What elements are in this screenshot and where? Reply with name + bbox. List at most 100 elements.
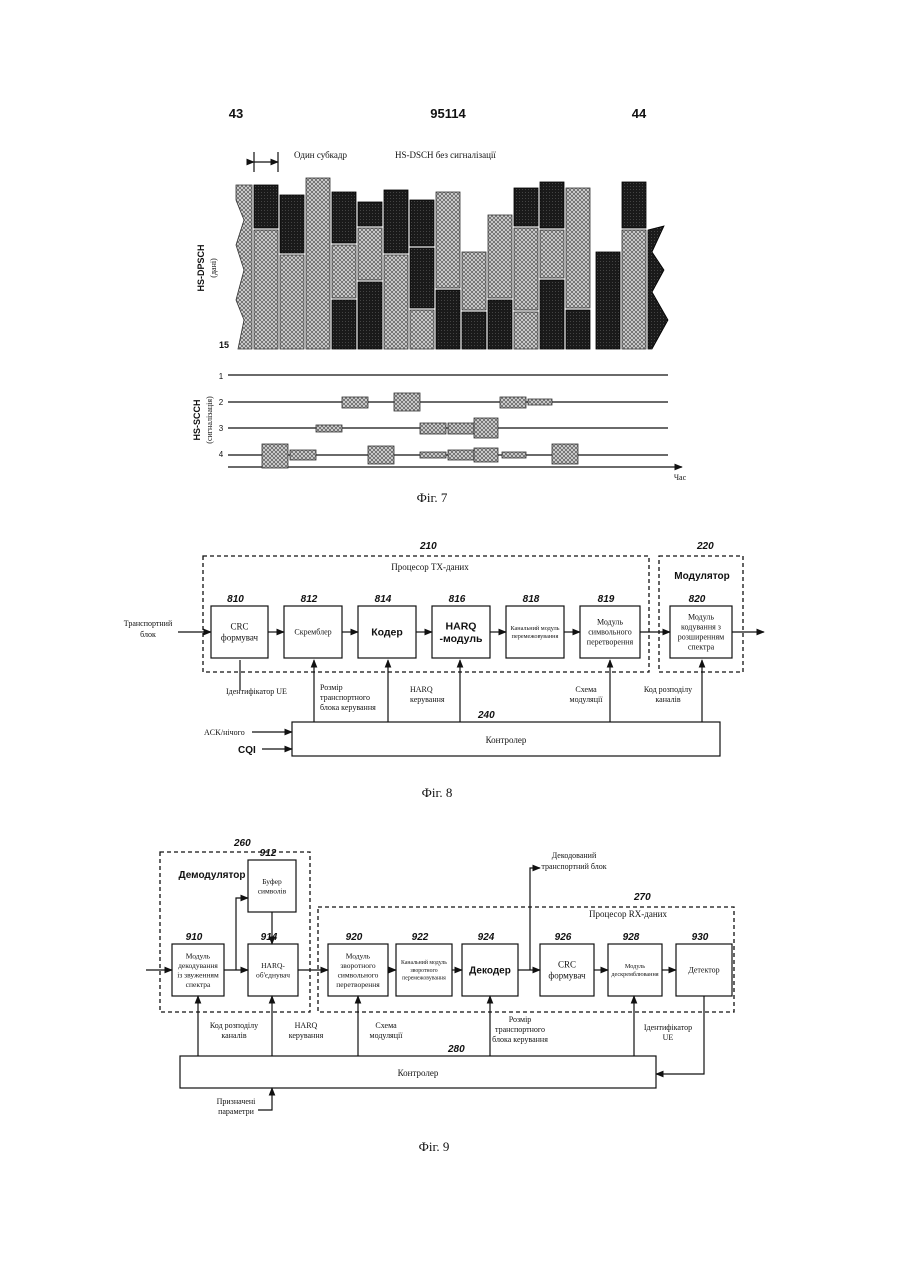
dsch-bar-segment: [488, 300, 512, 349]
code-label-line2: каналів: [655, 695, 680, 704]
demodulator-number: 260: [233, 838, 251, 849]
dsch-bar-segment: [488, 215, 512, 298]
block-812-number: 812: [301, 594, 318, 605]
params-label-line1: Призначені: [217, 1097, 257, 1106]
dsch-bar-segment: [332, 245, 356, 298]
scch-block: [528, 399, 552, 405]
dsch-right-edge: [648, 226, 668, 349]
block-812-label: Скремблер: [294, 628, 331, 637]
fig7-title: HS-DSCH без сигналізації: [395, 150, 496, 160]
block-910-label: спектра: [186, 980, 211, 989]
block-922-label: Канальний модуль: [401, 959, 447, 966]
dsch-bar-segment: [254, 185, 278, 228]
scch-block: [290, 450, 316, 460]
block-810-number: 810: [227, 594, 244, 605]
block-926-number: 926: [555, 932, 572, 943]
block-818-label: Канальний модуль: [510, 625, 559, 632]
block-920: 920Модульзворотногосимвольногоперетворен…: [328, 932, 388, 996]
ack-label: ACK/нічого: [204, 728, 245, 737]
block-920-label: перетворення: [336, 980, 380, 989]
scheme-label-line2: модуляції: [570, 695, 604, 704]
block-928-label: дескремблювання: [611, 971, 658, 978]
block-926-label: CRC: [558, 960, 576, 970]
scch-block: [448, 423, 474, 434]
block-816: 816HARQ-модуль: [432, 594, 490, 658]
rx-processor-title: Процесор RX-даних: [589, 909, 667, 919]
scch-block: [368, 446, 394, 464]
block-922-number: 922: [412, 932, 429, 943]
time-label: Час: [674, 473, 687, 482]
fig9-code-label-line1: Код розподілу: [210, 1021, 258, 1030]
block-819-label: перетворення: [587, 638, 634, 647]
block-910-label: Модуль: [186, 951, 211, 960]
dsch-bar-segment: [540, 280, 564, 349]
tx-processor-title: Процесор TX-даних: [391, 562, 469, 572]
dsch-bar-segment: [540, 182, 564, 228]
block-819-label: символьного: [588, 628, 632, 637]
ue-id-label: Ідентифікатор UE: [226, 687, 287, 696]
dsch-bar-segment: [358, 202, 382, 226]
block-818-box: [506, 606, 564, 658]
dsch-bar-segment: [384, 255, 408, 349]
dsch-bar-segment: [410, 200, 434, 246]
dsch-bar-segment: [280, 255, 304, 349]
rx-processor-number: 270: [633, 892, 651, 903]
fig9-controller-label: Контролер: [398, 1068, 439, 1078]
block-816-label: -модуль: [439, 633, 483, 645]
dsch-bar-segment: [540, 230, 564, 278]
block-912-label: Буфер: [262, 877, 282, 886]
dsch-bar-segment: [514, 228, 538, 310]
fig9-harq-label-line2: керування: [289, 1031, 324, 1040]
dsch-bottom-code: 15: [219, 340, 229, 350]
block-920-label: символьного: [338, 970, 379, 979]
block-910: 910Модульдекодуванняіз звуженнямспектра: [172, 932, 224, 996]
dsch-bar-segment: [410, 310, 434, 349]
block-810: 810CRCформувач: [211, 594, 268, 658]
params-label-line2: параметри: [218, 1107, 255, 1116]
block-928-number: 928: [623, 932, 640, 943]
scch-line-label-2: 2: [219, 398, 224, 407]
scch-line-label-3: 3: [219, 424, 224, 433]
controller-label: Контролер: [486, 735, 527, 745]
block-910-number: 910: [186, 932, 203, 943]
block-818-label: перемежовування: [512, 633, 559, 640]
code-label-line1: Код розподілу: [644, 685, 692, 694]
decoded-output-line1: Декодований: [552, 851, 597, 860]
params-arrow: [258, 1088, 272, 1110]
scch-axis-label: HS-SCCH: [192, 399, 202, 440]
scch-line-label-1: 1: [219, 372, 224, 381]
block-819-label: Модуль: [597, 618, 623, 627]
scch-block: [474, 448, 498, 462]
fig9-scheme-label-line2: модуляції: [370, 1031, 404, 1040]
block-926-label: формувач: [548, 971, 586, 981]
block-912-number: 912: [260, 848, 277, 859]
block-928: 928Модульдескремблювання: [608, 932, 662, 996]
scch-block: [316, 425, 342, 432]
block-922-label: перемежовування: [402, 976, 446, 982]
dsch-bar-segment: [358, 282, 382, 349]
dsch-bar-segment: [254, 230, 278, 349]
scheme-label-line1: Схема: [575, 685, 597, 694]
page-number-left: 43: [229, 106, 243, 121]
block-814-number: 814: [375, 594, 392, 605]
block-920-label: зворотного: [340, 961, 376, 970]
fig9-scheme-label-line1: Схема: [375, 1021, 397, 1030]
dsch-bar-segment: [332, 192, 356, 243]
scch-line-label-4: 4: [219, 450, 224, 459]
dsch-bar-segment: [462, 312, 486, 349]
block-928-box: [608, 944, 662, 996]
scch-block: [500, 397, 526, 408]
block-818: 818Канальний модульперемежовування: [506, 594, 564, 658]
modulator-number: 220: [696, 541, 714, 552]
block-928-label: Модуль: [625, 963, 645, 970]
subframe-label: Один субкадр: [294, 150, 347, 160]
scch-axis-sublabel: (сигналізація): [205, 396, 214, 444]
figure-8: 210 Процесор TX-даних 220 Модулятор Тран…: [124, 541, 764, 800]
dsch-bar-segment: [384, 190, 408, 253]
block-820-number: 820: [689, 594, 706, 605]
dsch-bar-segment: [622, 182, 646, 228]
block-922-label: зворотного: [410, 968, 437, 974]
fig9-harq-label-line1: HARQ: [295, 1021, 318, 1030]
transport-block-label-line2: блок: [140, 630, 156, 639]
